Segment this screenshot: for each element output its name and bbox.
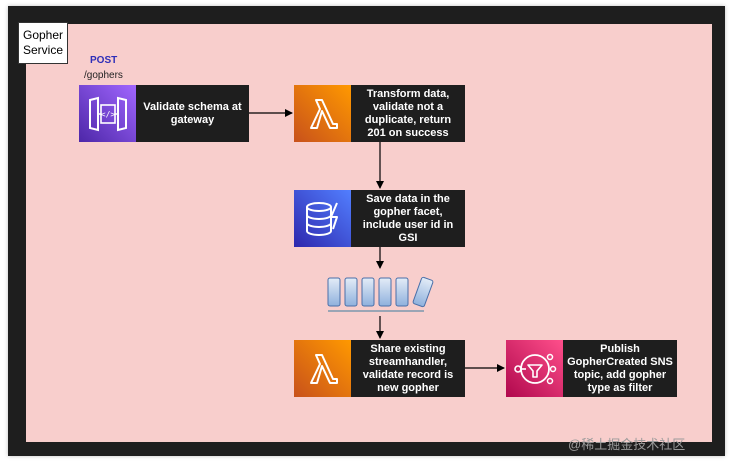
- api-gateway-icon: </>: [79, 85, 136, 142]
- endpoint-path: /gophers: [84, 70, 123, 81]
- lambda-icon: [294, 85, 351, 142]
- dynamodb-stream-icon: [324, 272, 440, 319]
- step-save-data: Save data in the gopher facet, include u…: [351, 190, 465, 247]
- step-publish-sns: Publish GopherCreated SNS topic, add gop…: [563, 340, 677, 397]
- watermark: @稀土掘金技术社区: [568, 437, 686, 452]
- step-stream-handler: Share existing streamhandler, validate r…: [351, 340, 465, 397]
- dynamodb-icon: [294, 190, 351, 247]
- svg-text:</>: </>: [100, 110, 115, 119]
- sns-icon: [506, 340, 563, 397]
- lambda-icon: [294, 340, 351, 397]
- http-method: POST: [90, 55, 118, 66]
- step-validate-schema: Validate schema at gateway: [136, 85, 249, 142]
- service-label: Gopher Service: [18, 22, 68, 64]
- step-transform-data: Transform data, validate not a duplicate…: [351, 85, 465, 142]
